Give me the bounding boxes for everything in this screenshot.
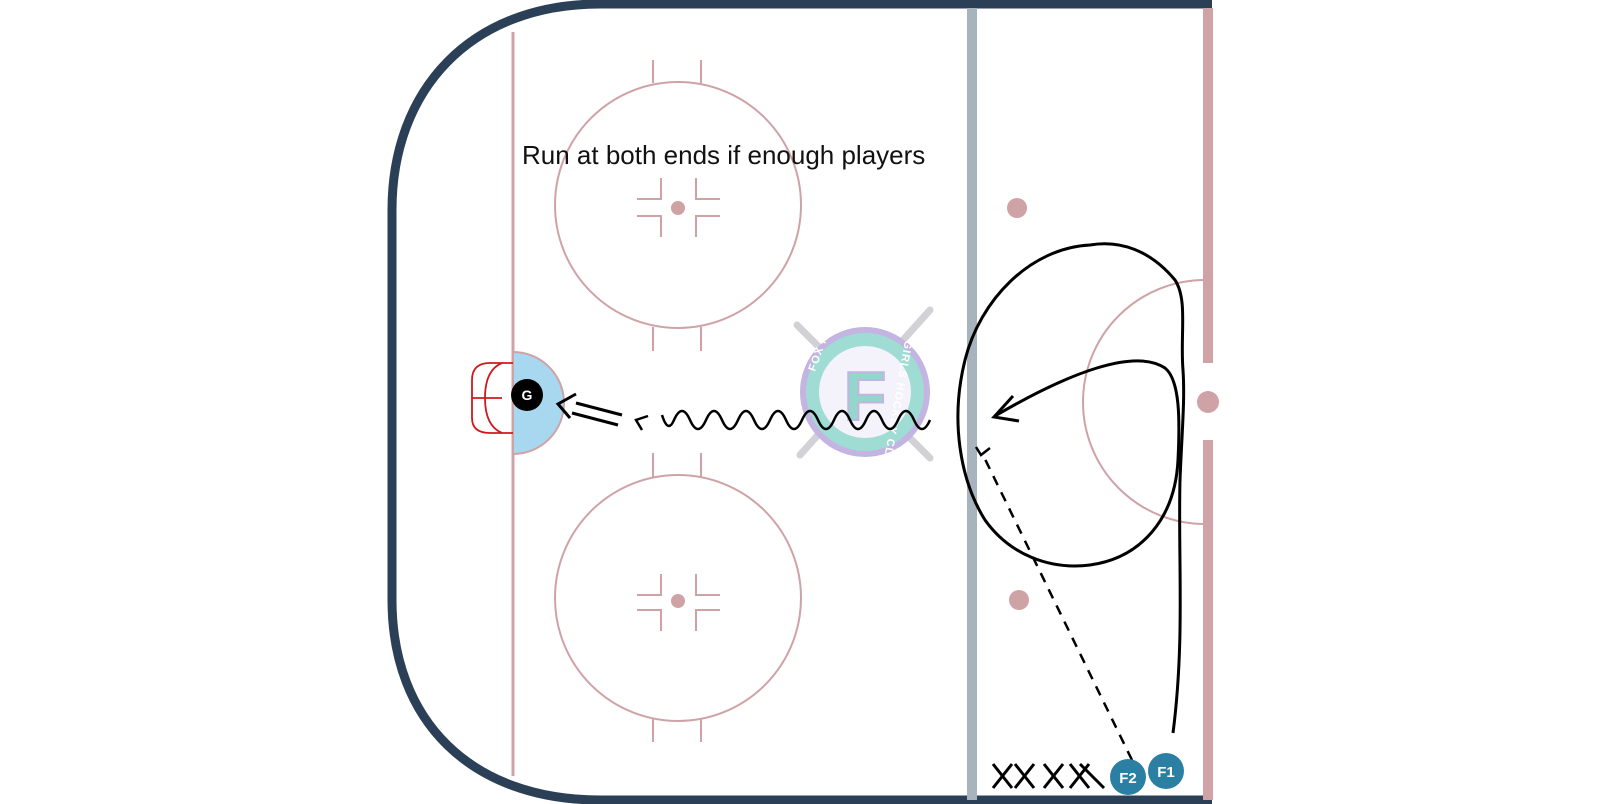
top-faceoff-dot [671, 201, 685, 215]
center-red-line-bottom-redraw [1203, 440, 1213, 800]
queue-x-marker [991, 763, 1014, 789]
top-faceoff-circle [554, 60, 802, 351]
drill-note: Run at both ends if enough players [522, 140, 925, 170]
queue-x-marker [1042, 763, 1065, 789]
shot-line-upper [575, 401, 623, 417]
queue-x-marker [1068, 762, 1106, 790]
waiting-players-queue [991, 762, 1106, 790]
player-f2-label: F2 [1119, 770, 1137, 787]
shot-line-lower [571, 411, 619, 427]
goal-net [471, 362, 513, 434]
player-f2-marker [1110, 759, 1146, 795]
f2-route-arrowhead [974, 446, 991, 457]
center-faceoff-dot [1197, 391, 1219, 413]
bottom-faceoff-dot [671, 594, 685, 608]
f2-pass-route [981, 454, 1134, 761]
center-circle-mask [1213, 200, 1609, 620]
logo-monogram: F [844, 357, 887, 435]
f1-skate-route [956, 242, 1186, 734]
bottom-faceoff-circle [554, 453, 802, 742]
queue-x-marker [1013, 763, 1036, 789]
goalie-marker [511, 379, 543, 411]
puck-carry-tail [634, 414, 649, 431]
blue-line [967, 8, 977, 800]
neutral-zone-dot-bottom [1009, 590, 1029, 610]
center-red-line-top-redraw [1203, 8, 1213, 363]
goalie-label: G [522, 387, 533, 403]
player-f1-marker [1148, 753, 1184, 789]
shot-arrowhead [555, 392, 577, 419]
f1-route-arrowhead [991, 394, 1020, 423]
neutral-zone-dot-top [1007, 198, 1027, 218]
puck-carry-route [660, 409, 932, 431]
player-f1-label: F1 [1157, 764, 1175, 781]
